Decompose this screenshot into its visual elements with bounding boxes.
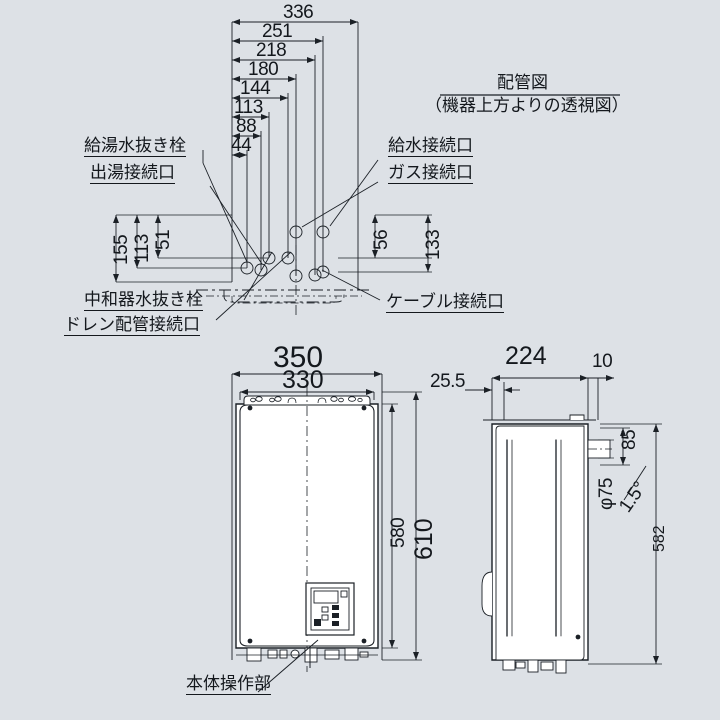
callout-neutralizer-drain-plug: 中和器水抜き栓 [84,290,203,311]
dim-350: 350 [273,341,324,374]
callout-water-supply-inlet: 給水接続口 [388,136,473,157]
front-view-geometry [231,371,422,693]
callout-hot-water-outlet: 出湯接続口 [90,163,175,184]
callout-control-panel: 本体操作部 [186,674,271,695]
callout-cable-connection: ケーブル接続口 [386,292,504,313]
dim-580: 580 [388,517,409,548]
dim-51: 51 [153,229,174,250]
dim-44: 44 [231,135,252,156]
callout-gas-connection: ガス接続口 [388,163,473,184]
callout-drain-pipe-connection: ドレン配管接続口 [64,315,200,336]
dim-218: 218 [256,40,287,61]
dim-25-5: 25.5 [430,371,465,392]
dim-610: 610 [410,518,438,560]
dim-113: 113 [234,97,263,118]
dim-phi-75: φ75 [596,478,617,510]
side-view-geometry [465,375,662,674]
dim-251: 251 [262,21,293,42]
dim-113-v: 113 [132,234,153,263]
dim-88: 88 [236,116,257,137]
dim-155: 155 [111,234,132,265]
plan-subtitle: （機器上方よりの透視図） [425,96,629,116]
dim-85: 85 [619,429,640,450]
dim-180: 180 [248,59,279,80]
dim-144: 144 [240,78,271,99]
callout-hot-water-drain-plug: 給湯水抜き栓 [84,136,186,157]
dim-133: 133 [423,229,444,260]
dim-330: 330 [282,366,324,394]
dim-582: 582 [651,525,668,552]
top-view-geometry [113,19,620,321]
dim-336: 336 [283,2,314,23]
dim-224: 224 [505,342,547,370]
dim-10: 10 [592,351,613,372]
dim-56: 56 [371,229,392,250]
plan-title: 配管図 [497,73,548,93]
